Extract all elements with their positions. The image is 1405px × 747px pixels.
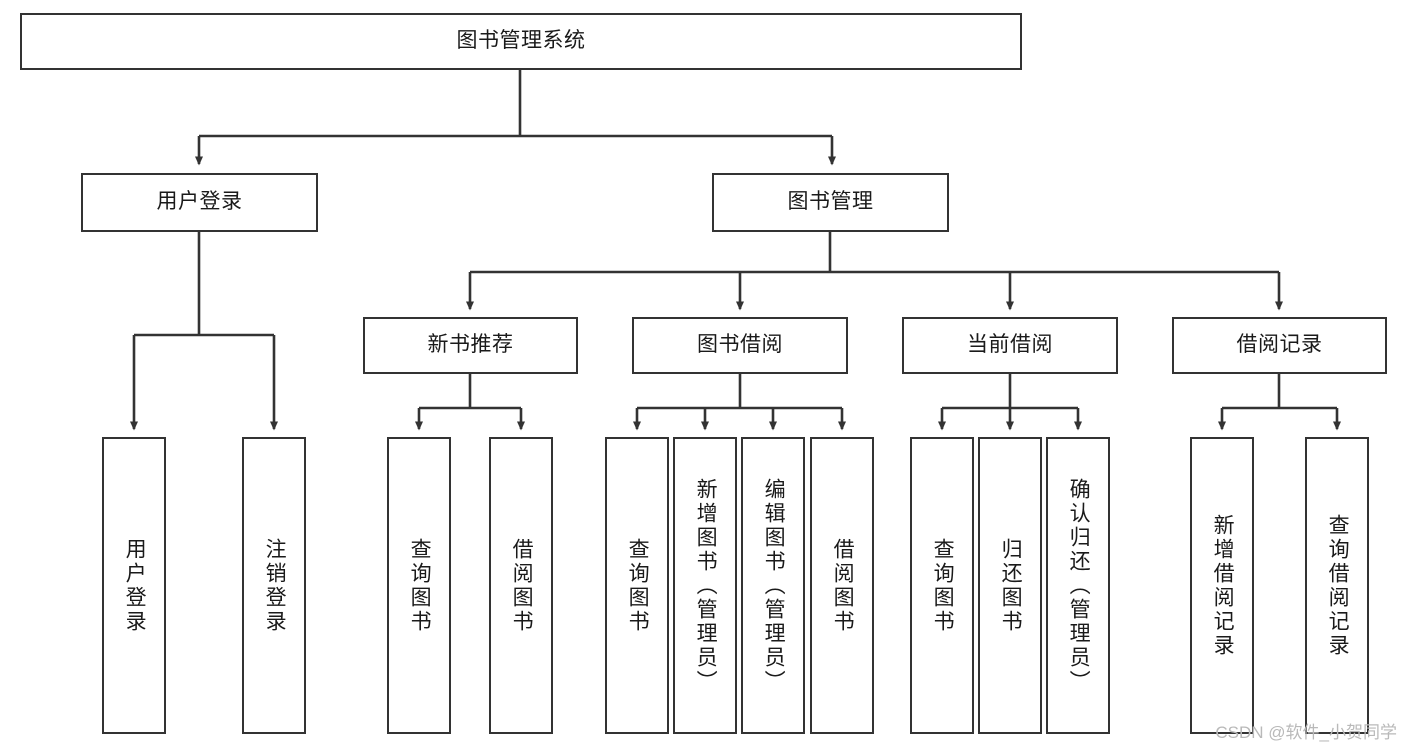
node-current-borrowing[interactable]: 当前借阅	[902, 317, 1118, 374]
node-leaf-query-books-current[interactable]: 查询图书	[910, 437, 974, 734]
node-label: 查询图书	[408, 537, 432, 634]
node-label: 编辑图书（管理员）	[762, 477, 786, 694]
node-leaf-user-login[interactable]: 用户登录	[102, 437, 166, 734]
node-leaf-add-borrow-record[interactable]: 新增借阅记录	[1190, 437, 1254, 734]
node-label: 图书管理	[787, 190, 874, 214]
node-label: 借阅图书	[510, 537, 534, 634]
node-leaf-query-books-recommend[interactable]: 查询图书	[387, 437, 451, 734]
node-label: 注销登录	[263, 537, 287, 634]
node-root-book-management-system[interactable]: 图书管理系统	[20, 13, 1022, 70]
node-label: 用户登录	[156, 190, 243, 214]
node-user-login[interactable]: 用户登录	[81, 173, 318, 232]
watermark-text: CSDN @软件_小贺同学	[1215, 723, 1397, 742]
node-leaf-edit-book-admin[interactable]: 编辑图书（管理员）	[741, 437, 805, 734]
node-leaf-borrow-books[interactable]: 借阅图书	[810, 437, 874, 734]
node-leaf-logout[interactable]: 注销登录	[242, 437, 306, 734]
node-label: 确认归还（管理员）	[1067, 477, 1091, 694]
node-book-borrowing[interactable]: 图书借阅	[632, 317, 848, 374]
node-label: 用户登录	[123, 537, 147, 634]
node-label: 新增图书（管理员）	[694, 477, 718, 694]
node-new-book-recommendation[interactable]: 新书推荐	[363, 317, 578, 374]
node-label: 借阅记录	[1236, 333, 1323, 357]
node-label: 新书推荐	[427, 333, 514, 357]
node-leaf-return-books[interactable]: 归还图书	[978, 437, 1042, 734]
node-label: 当前借阅	[967, 333, 1053, 357]
node-book-management[interactable]: 图书管理	[712, 173, 949, 232]
node-leaf-confirm-return-admin[interactable]: 确认归还（管理员）	[1046, 437, 1110, 734]
node-leaf-query-borrow-record[interactable]: 查询借阅记录	[1305, 437, 1369, 734]
node-leaf-query-books-borrow[interactable]: 查询图书	[605, 437, 669, 734]
node-leaf-add-book-admin[interactable]: 新增图书（管理员）	[673, 437, 737, 734]
node-label: 查询图书	[931, 537, 955, 634]
node-leaf-borrow-books-recommend[interactable]: 借阅图书	[489, 437, 553, 734]
node-label: 图书管理系统	[456, 29, 586, 53]
node-label: 借阅图书	[831, 537, 855, 634]
node-borrowing-records[interactable]: 借阅记录	[1172, 317, 1387, 374]
node-label: 新增借阅记录	[1211, 513, 1235, 658]
node-label: 查询图书	[626, 537, 650, 634]
node-label: 归还图书	[999, 537, 1023, 634]
node-label: 查询借阅记录	[1326, 513, 1350, 658]
node-label: 图书借阅	[697, 333, 783, 357]
